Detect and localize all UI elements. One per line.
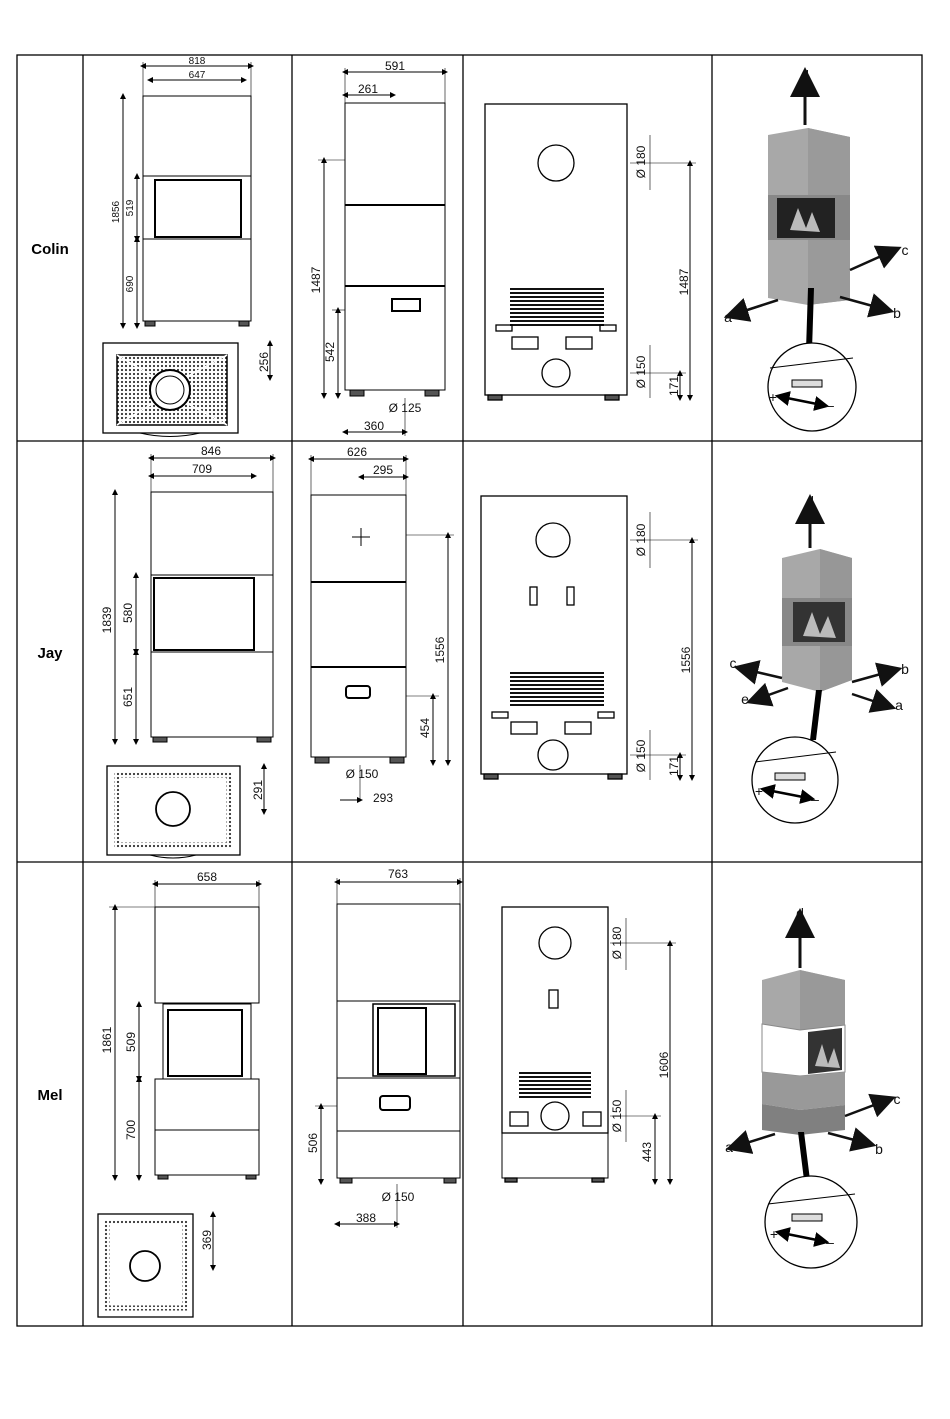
mel-arrow-d: d bbox=[796, 905, 804, 921]
colin-back-150: Ø 150 bbox=[634, 355, 648, 388]
mel-side-view bbox=[315, 878, 460, 1228]
jay-top-view bbox=[107, 766, 264, 858]
colin-side-125: Ø 125 bbox=[389, 401, 422, 415]
jay-depth-291: 291 bbox=[251, 780, 265, 800]
colin-side-261: 261 bbox=[358, 82, 378, 96]
jay-3d-view bbox=[748, 512, 888, 823]
jay-side-293: 293 bbox=[373, 791, 393, 805]
jay-arrow-d: d bbox=[806, 493, 814, 509]
colin-back-180: Ø 180 bbox=[634, 145, 648, 178]
jay-side-454: 454 bbox=[418, 718, 432, 738]
colin-side-360: 360 bbox=[364, 419, 384, 433]
model-name-colin: Colin bbox=[31, 241, 69, 258]
colin-arrow-b: b bbox=[893, 305, 901, 321]
colin-height-519: 519 bbox=[125, 199, 136, 216]
mel-back-1606: 1606 bbox=[657, 1051, 671, 1078]
jay-width-846: 846 bbox=[201, 444, 221, 458]
colin-side-591: 591 bbox=[385, 59, 405, 73]
colin-side-view bbox=[318, 68, 445, 436]
jay-height-1839: 1839 bbox=[100, 606, 114, 633]
mel-back-150: Ø 150 bbox=[610, 1099, 624, 1132]
colin-back-1487: 1487 bbox=[677, 268, 691, 295]
mel-back-view bbox=[502, 907, 676, 1182]
jay-arrow-e: e bbox=[741, 691, 749, 707]
mel-height-509: 509 bbox=[124, 1032, 138, 1052]
mel-arrow-a: a bbox=[725, 1139, 733, 1155]
mel-arrow-c: c bbox=[894, 1091, 901, 1107]
mel-arrow-b: b bbox=[875, 1141, 883, 1157]
mel-height-700: 700 bbox=[124, 1120, 138, 1140]
jay-width-709: 709 bbox=[192, 462, 212, 476]
jay-back-150: Ø 150 bbox=[634, 739, 648, 772]
jay-arrow-b: b bbox=[901, 661, 909, 677]
jay-side-150: Ø 150 bbox=[346, 767, 379, 781]
colin-width-818: 818 bbox=[189, 56, 206, 67]
jay-side-view bbox=[311, 455, 454, 800]
mel-depth-369: 369 bbox=[200, 1230, 214, 1250]
mel-back-443: 443 bbox=[640, 1142, 654, 1162]
colin-arrow-a: a bbox=[724, 309, 732, 325]
colin-side-1487: 1487 bbox=[309, 266, 323, 293]
jay-height-580: 580 bbox=[121, 603, 135, 623]
jay-lever-plus: + bbox=[755, 783, 763, 799]
jay-side-295: 295 bbox=[373, 463, 393, 477]
jay-front-view bbox=[115, 454, 273, 742]
colin-lever-minus: – bbox=[826, 397, 834, 413]
colin-arrow-c: c bbox=[902, 242, 909, 258]
jay-back-171: 171 bbox=[667, 756, 681, 776]
colin-arrow-d: d bbox=[801, 67, 809, 83]
mel-lever-plus: + bbox=[770, 1226, 778, 1242]
colin-3d-view bbox=[738, 85, 888, 431]
mel-top-view bbox=[98, 1214, 213, 1317]
colin-height-1856: 1856 bbox=[111, 200, 122, 223]
jay-arrow-c: c bbox=[730, 655, 737, 671]
mel-3d-view bbox=[740, 926, 882, 1268]
jay-back-view bbox=[481, 496, 698, 780]
model-name-jay: Jay bbox=[37, 645, 63, 662]
mel-back-180: Ø 180 bbox=[610, 926, 624, 959]
jay-back-1556: 1556 bbox=[679, 646, 693, 673]
jay-side-626: 626 bbox=[347, 445, 367, 459]
mel-width-658: 658 bbox=[197, 870, 217, 884]
jay-side-1556: 1556 bbox=[433, 636, 447, 663]
mel-side-388: 388 bbox=[356, 1211, 376, 1225]
colin-front-view bbox=[123, 62, 251, 326]
colin-height-690: 690 bbox=[125, 275, 136, 292]
jay-back-180: Ø 180 bbox=[634, 523, 648, 556]
jay-arrow-a: a bbox=[895, 697, 903, 713]
mel-side-763: 763 bbox=[388, 867, 408, 881]
colin-lever-plus: + bbox=[769, 389, 777, 405]
mel-height-1861: 1861 bbox=[100, 1026, 114, 1053]
mel-side-150: Ø 150 bbox=[382, 1190, 415, 1204]
colin-back-171: 171 bbox=[667, 376, 681, 396]
colin-back-view bbox=[485, 104, 696, 400]
colin-top-view bbox=[103, 343, 270, 437]
jay-height-651: 651 bbox=[121, 687, 135, 707]
colin-width-647: 647 bbox=[189, 70, 206, 81]
jay-lever-minus: – bbox=[811, 791, 819, 807]
colin-depth-256: 256 bbox=[257, 352, 271, 372]
mel-side-506: 506 bbox=[306, 1133, 320, 1153]
colin-side-542: 542 bbox=[323, 342, 337, 362]
mel-lever-minus: – bbox=[826, 1234, 834, 1250]
model-name-mel: Mel bbox=[37, 1087, 62, 1104]
